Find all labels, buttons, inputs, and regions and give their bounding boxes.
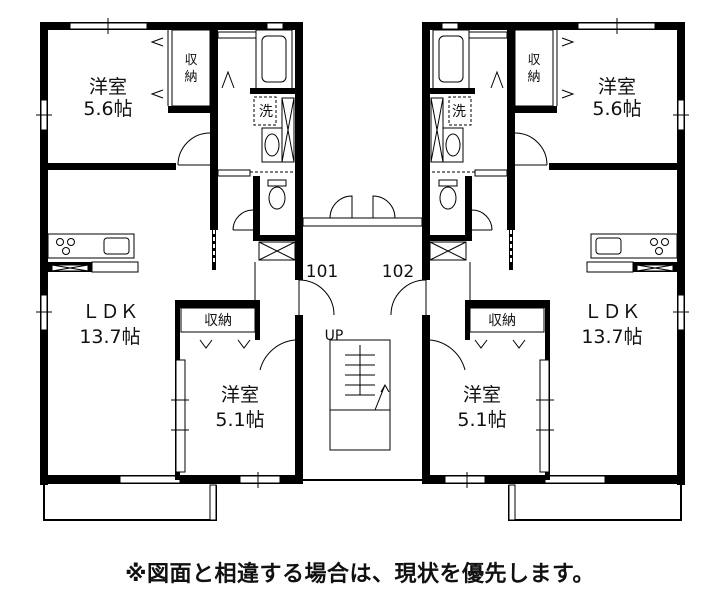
bedroom-bottom-name: 洋室 bbox=[220, 384, 260, 406]
common-hallway bbox=[302, 195, 423, 481]
washroom-label: 洗 bbox=[452, 104, 466, 120]
washroom-label: 洗 bbox=[259, 104, 273, 120]
closet-mid-label: 収納 bbox=[204, 313, 232, 329]
stairs-up-label: UP bbox=[324, 328, 344, 344]
unit-number: 101 bbox=[305, 262, 339, 282]
unit-number: 102 bbox=[381, 262, 415, 282]
ldk-size: 13.7帖 bbox=[581, 326, 643, 348]
bedroom-bottom-size: 5.1帖 bbox=[457, 409, 507, 431]
bedroom-top-size: 5.6帖 bbox=[592, 98, 642, 120]
unit-101-plan bbox=[35, 17, 335, 521]
bedroom-bottom-name: 洋室 bbox=[462, 384, 502, 406]
bedroom-bottom-size: 5.1帖 bbox=[215, 409, 265, 431]
disclaimer-note: ※図面と相違する場合は、現状を優先します。 bbox=[125, 562, 595, 587]
ldk-name: ＬＤＫ bbox=[583, 301, 641, 323]
closet-top-label: 収納 bbox=[527, 53, 541, 85]
closet-top-label: 収納 bbox=[184, 53, 198, 85]
bedroom-top-name: 洋室 bbox=[597, 76, 637, 98]
unit-102-plan bbox=[390, 17, 690, 521]
closet-mid-label: 収納 bbox=[488, 313, 516, 329]
ldk-size: 13.7帖 bbox=[79, 326, 141, 348]
ldk-name: ＬＤＫ bbox=[81, 301, 139, 323]
bedroom-top-name: 洋室 bbox=[88, 76, 128, 98]
bedroom-top-size: 5.6帖 bbox=[83, 98, 133, 120]
